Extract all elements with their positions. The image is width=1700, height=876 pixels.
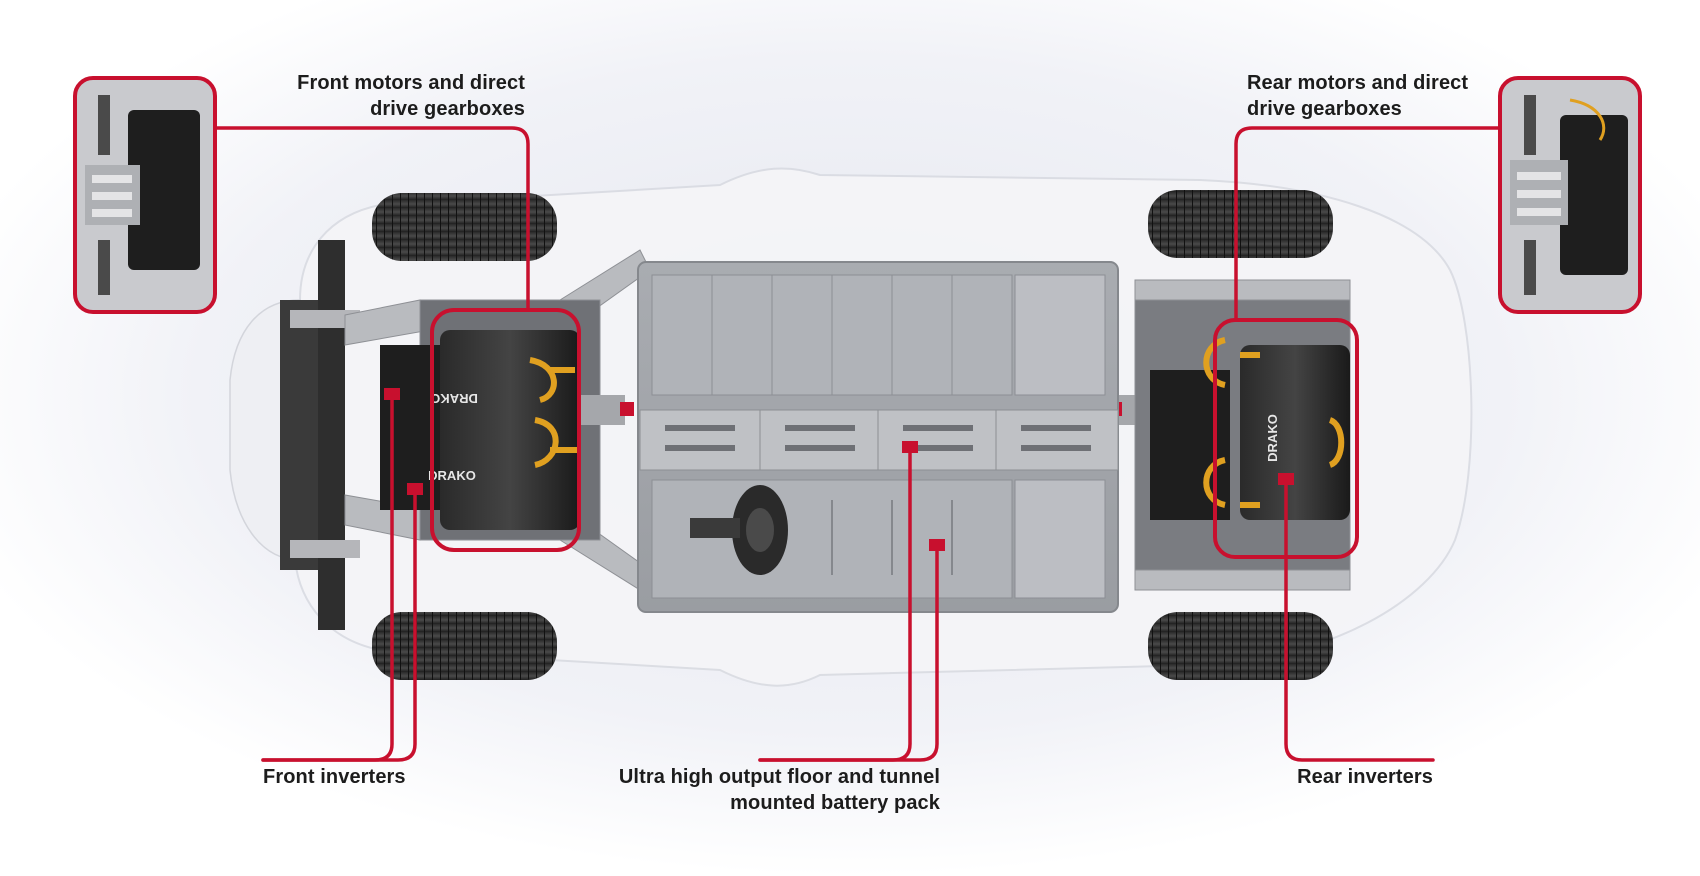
label-battery-line2: mounted battery pack [730, 792, 940, 814]
label-front-motors: Front motors and direct drive gearboxes [220, 70, 525, 122]
label-front-motors-line1: Front motors and direct [297, 72, 525, 94]
label-rear-motors: Rear motors and direct drive gearboxes [1247, 70, 1547, 122]
front-right-wheel [372, 612, 557, 680]
rear-motor-closeup-icon [1498, 76, 1642, 314]
label-front-motors-line2: drive gearboxes [370, 98, 525, 120]
front-left-wheel [372, 193, 557, 261]
leader-rear-inverters [1284, 478, 1435, 762]
leader-front-inverter-b [261, 488, 417, 762]
label-rear-motors-line1: Rear motors and direct [1247, 72, 1469, 94]
label-front-inverters: Front inverters [263, 764, 406, 790]
rear-left-wheel [1148, 190, 1333, 258]
front-motor-highlight [430, 308, 581, 552]
rear-right-wheel [1148, 612, 1333, 680]
leader-front-motors [213, 126, 530, 312]
label-battery: Ultra high output floor and tunnel mount… [580, 764, 940, 816]
label-rear-motors-line2: drive gearboxes [1247, 98, 1402, 120]
rear-badge: DRAKO [1265, 414, 1280, 462]
front-motor-assembly: DRAKO DRAKO [380, 330, 580, 530]
battery-pack [637, 261, 1119, 613]
leader-lines [213, 126, 1502, 762]
leader-markers [384, 388, 1294, 551]
front-motor-closeup-icon [73, 76, 217, 314]
label-rear-inverters: Rear inverters [1180, 764, 1433, 790]
front-badge-lower: DRAKO [428, 468, 476, 483]
leader-rear-motors [1234, 126, 1502, 322]
front-connector [580, 395, 634, 425]
label-battery-line1: Ultra high output floor and tunnel [618, 766, 940, 788]
label-front-inverters-text: Front inverters [263, 766, 406, 788]
leader-battery-b [758, 544, 939, 762]
front-crash-structure [280, 240, 360, 630]
label-rear-inverters-text: Rear inverters [1297, 766, 1433, 788]
front-badge-upper: DRAKO [430, 391, 478, 406]
